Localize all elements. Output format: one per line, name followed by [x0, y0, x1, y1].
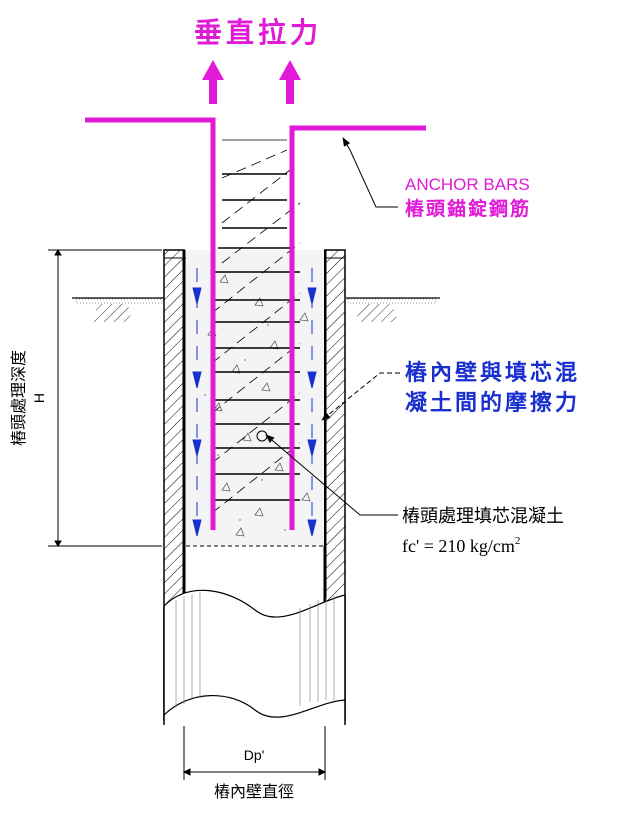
diameter-symbol: Dp' [244, 747, 265, 763]
pull-arrow-right [279, 60, 301, 104]
pile-break [163, 589, 346, 725]
anchor-leader [342, 137, 398, 208]
depth-dimension [48, 249, 162, 547]
anchor-bars [85, 117, 426, 530]
ground [72, 297, 440, 322]
friction-label-line1: 樁內壁與填芯混 [405, 360, 580, 386]
concrete-label: 樁頭處理填芯混凝土 [402, 506, 564, 527]
stirrups [212, 271, 300, 501]
anchor-label-en: ANCHOR BARS [405, 175, 530, 194]
title-text: 垂直拉力 [194, 16, 322, 49]
anchor-bar-right [289, 125, 426, 530]
friction-label-line2: 凝土間的摩擦力 [405, 390, 580, 416]
concrete-strength: fc' = 210 kg/cm2 [402, 535, 520, 556]
pull-arrow-left [202, 60, 224, 104]
diameter-label: 樁內壁直徑 [214, 782, 294, 801]
anchor-bar-left [85, 117, 216, 530]
depth-label: 樁頭處理深度 [9, 350, 28, 446]
anchor-zone [218, 139, 290, 249]
depth-symbol: H [31, 393, 47, 403]
diameter-dimension [182, 726, 327, 780]
concrete-leader [256, 430, 398, 516]
friction-arrows [192, 268, 317, 537]
friction-leader [321, 372, 400, 421]
anchor-label-zh: 樁頭錨錠鋼筋 [405, 197, 531, 220]
core-concrete-fill [186, 169, 324, 547]
pull-arrows [202, 60, 301, 104]
